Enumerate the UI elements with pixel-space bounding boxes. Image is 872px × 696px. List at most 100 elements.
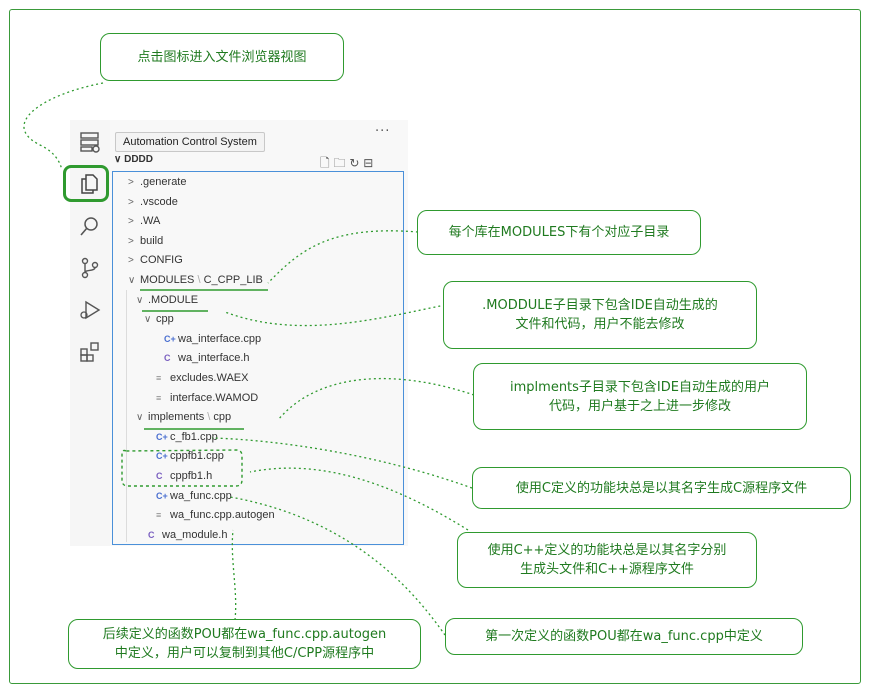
tree-item[interactable]: C+wa_interface.cpp — [152, 330, 261, 348]
tree-item[interactable]: > CONFIG — [128, 251, 183, 269]
chevron-right-icon: > — [128, 235, 134, 247]
note-line: 后续定义的函数POU都在wa_func.cpp.autogen — [102, 627, 387, 642]
source-control-icon[interactable] — [78, 256, 102, 280]
note-line: 每个库在MODULES下有个对应子目录 — [448, 225, 670, 240]
path-separator: \ — [194, 274, 204, 286]
section-toolbar: 🗋 🗀 ↻ ⊟ — [320, 154, 373, 175]
explorer-panel — [110, 120, 408, 546]
chevron-right-icon: > — [128, 255, 134, 267]
explorer-highlight-frame — [63, 165, 109, 202]
tree-item[interactable]: >.generate — [128, 173, 186, 191]
tooltip: Automation Control System — [115, 132, 265, 152]
cpp-file-icon: C+ — [156, 451, 168, 462]
workspace-section-header[interactable]: ∨ DDDD — [114, 154, 153, 165]
h-file-icon: C — [156, 471, 163, 481]
note-implements-dir: implments子目录下包含IDE自动生成的用户 代码，用户基于之上进一步修改 — [473, 363, 807, 430]
txt-file-icon: ≡ — [156, 373, 162, 383]
note-line: 使用C++定义的功能块总是以其名字分别 — [487, 543, 727, 558]
tree-item-label: wa_interface.cpp — [178, 332, 262, 345]
more-actions-icon[interactable]: ··· — [375, 124, 391, 139]
tree-item-label: .generate — [140, 176, 187, 188]
chevron-down-icon: ∨ — [136, 412, 144, 424]
tree-item[interactable]: ≡ interface.WAMOD — [144, 389, 258, 407]
tree-item[interactable]: > .WA — [128, 212, 160, 230]
tree-item-label: wa_func.cpp.autogen — [170, 509, 275, 522]
tree-item-label: .WA — [140, 215, 161, 228]
tree-item-label: CONFIG — [140, 254, 183, 267]
connector-explorer — [23, 82, 104, 171]
note-line: 使用C定义的功能块总是以其名字生成C源程序文件 — [515, 480, 808, 496]
tree-item[interactable]: ≡ wa_func.cpp.autogen — [144, 506, 275, 524]
path-separator: \ — [204, 411, 214, 424]
search-icon[interactable] — [78, 214, 102, 238]
tree-item[interactable]: ≡ excludes.WAEX — [144, 369, 248, 387]
txt-file-icon: ≡ — [156, 392, 162, 403]
h-file-icon: C — [148, 529, 155, 540]
collapse-all-icon[interactable]: ⊟ — [363, 156, 374, 170]
note-line: 第一次定义的函数POU都在wa_func.cpp中定义 — [485, 629, 763, 644]
new-file-icon[interactable]: 🗋 — [320, 156, 330, 170]
chevron-down-icon: ∨ — [136, 294, 144, 306]
explorer-icon[interactable] — [78, 172, 102, 196]
new-folder-icon[interactable]: 🗀 — [333, 156, 346, 170]
tree-item-label: interface.WAMOD — [170, 391, 259, 404]
note-modules-dirs: 每个库在MODULES下有个对应子目录 — [417, 210, 701, 255]
tree-item-label: wa_module.h — [162, 528, 228, 541]
tree-item[interactable]: ∨MODULES \ C_CPP_LIB — [128, 271, 263, 289]
note-line: implments子目录下包含IDE自动生成的用户 — [510, 379, 770, 395]
cpp-file-icon: C+ — [164, 333, 176, 344]
run-debug-icon[interactable] — [78, 298, 102, 322]
tree-item-label: excludes.WAEX — [170, 372, 249, 384]
tree-item[interactable]: C+wa_func.cpp — [144, 487, 232, 505]
note-line: 点击图标进入文件浏览器视图 — [137, 49, 307, 65]
tree-item-label: cpp — [156, 313, 174, 326]
note-line: .MODDULE子目录下包含IDE自动生成的 — [482, 298, 718, 313]
chevron-right-icon: > — [128, 216, 134, 228]
remote-explorer-icon[interactable] — [78, 130, 102, 154]
tree-item[interactable]: ∨ .MODULE — [136, 291, 198, 309]
tree-item[interactable]: ∨ implements \ cpp — [136, 408, 231, 426]
chevron-down-icon: ∨ — [128, 275, 136, 286]
file-tree-selection — [112, 171, 404, 545]
connector-first-pou — [229, 496, 446, 636]
connector-later-pou — [231, 529, 237, 621]
tree-item-label: cppfb1.h — [170, 470, 213, 482]
indent-guide — [126, 290, 127, 542]
note-explorer-view: 点击图标进入文件浏览器视图 — [100, 33, 344, 81]
chevron-down-icon: ∨ — [144, 314, 152, 326]
tree-item-label: wa_func.cpp — [170, 489, 232, 502]
chevron-right-icon: > — [128, 196, 134, 208]
outer-frame — [9, 9, 861, 684]
connector-cfb — [211, 437, 473, 489]
connector-implements — [277, 377, 475, 421]
refresh-icon[interactable]: ↻ — [349, 156, 360, 170]
h-file-icon: C — [164, 353, 171, 364]
note-first-pou: 第一次定义的函数POU都在wa_func.cpp中定义 — [445, 618, 803, 655]
note-line: 生成头文件和C++源程序文件 — [520, 562, 694, 577]
group-cppfb — [121, 449, 243, 487]
tree-item[interactable]: ∨ cpp — [144, 310, 174, 328]
extensions-icon[interactable] — [78, 340, 102, 364]
cpp-file-icon: C+ — [156, 490, 168, 501]
note-module-dir: .MODDULE子目录下包含IDE自动生成的 文件和代码，用户不能去修改 — [443, 281, 757, 349]
tree-item-label: wa_interface.h — [178, 352, 250, 365]
tree-item[interactable]: >build — [128, 232, 163, 250]
tree-item-label: .MODULE — [148, 293, 199, 306]
note-later-pou: 后续定义的函数POU都在wa_func.cpp.autogen 中定义，用户可以… — [68, 619, 421, 669]
txt-file-icon: ≡ — [156, 510, 162, 521]
tree-item-label: implements — [148, 411, 205, 424]
connector-module — [224, 304, 446, 327]
note-line: 中定义，用户可以复制到其他C/CPP源程序中 — [114, 646, 375, 661]
tree-item-compact-child: cpp — [213, 411, 232, 424]
note-c-fb: 使用C定义的功能块总是以其名字生成C源程序文件 — [472, 467, 851, 509]
tree-item[interactable]: > .vscode — [128, 193, 178, 211]
note-line: 文件和代码，用户不能去修改 — [515, 317, 685, 332]
tree-item-label: .vscode — [140, 195, 178, 208]
tree-item-label: MODULES — [140, 274, 195, 286]
tree-item[interactable]: C+cppfb1.cpp — [144, 447, 224, 465]
tree-item[interactable]: C+c_fb1.cpp — [144, 428, 218, 446]
